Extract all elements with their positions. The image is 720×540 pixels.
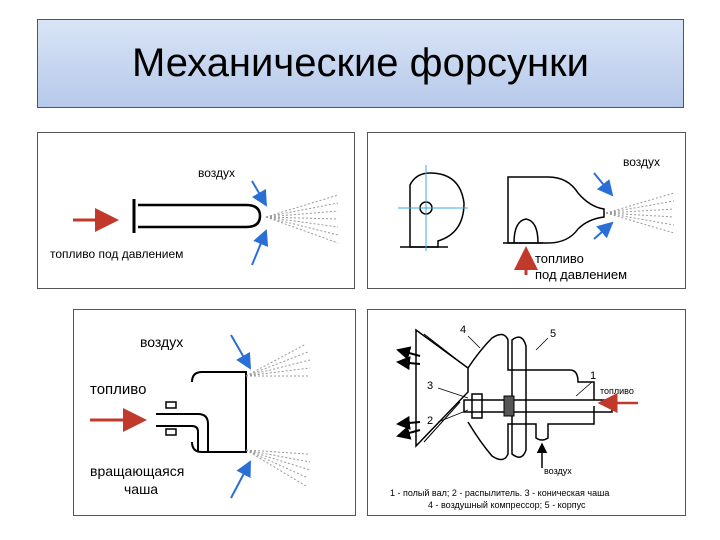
- callout-3: 3: [427, 380, 434, 392]
- air-arrow-top: [593, 172, 614, 197]
- hollow-shaft: [156, 413, 209, 452]
- cup-body: [191, 371, 247, 453]
- air-arrow-bottom: [251, 229, 269, 266]
- panel-cross-section: 4 5 1 3 2 топливо воздух 1 - полый вал; …: [367, 309, 686, 516]
- callout-4: 4: [460, 324, 467, 336]
- fuel-label: топливо: [90, 381, 147, 398]
- callout-1: 1: [590, 370, 597, 382]
- legend-line2: 4 - воздушный компрессор; 5 - корпус: [428, 500, 586, 510]
- air-arrow-top: [251, 180, 268, 207]
- air-label: воздух: [140, 334, 184, 350]
- hollow-shaft: [463, 399, 613, 413]
- spray-top: [245, 343, 311, 377]
- title-banner: Механические форсунки: [37, 19, 684, 108]
- fuel-label-line1: топливо: [535, 251, 584, 266]
- cup-label-line1: вращающаяся: [90, 463, 185, 479]
- panel-rotating-cup: воздух топливо вращающаяся чаша: [73, 309, 356, 516]
- cross-section-drawing: [396, 328, 638, 468]
- cup-label-line2: чаша: [124, 481, 159, 497]
- panel-pressure-nozzle: воздух топливо под давлением: [37, 132, 355, 289]
- pressure-nozzle-drawing: [73, 180, 339, 266]
- rotating-cup-drawing: [90, 334, 311, 499]
- nozzle-body: [507, 176, 605, 244]
- air-label: воздух: [623, 155, 661, 169]
- air-arrow-bottom: [230, 460, 251, 499]
- panel-fan-nozzle: воздух топливо под давлением: [367, 132, 686, 289]
- air-arrow-top: [230, 334, 251, 370]
- spray-bottom: [245, 449, 311, 487]
- callout-5: 5: [550, 328, 557, 340]
- housing: [467, 333, 595, 400]
- page-title: Механические форсунки: [132, 41, 589, 85]
- spray-cone: [605, 192, 675, 234]
- air-arrow-bottom: [593, 221, 614, 240]
- legend-line1: 1 - полый вал; 2 - распылитель. 3 - кони…: [390, 488, 610, 498]
- air-label: воздух: [544, 466, 572, 476]
- fuel-label: топливо: [600, 386, 634, 396]
- fan-housing: [409, 172, 465, 248]
- air-label: воздух: [198, 166, 236, 180]
- fuel-label-line2: под давлением: [535, 267, 628, 282]
- callout-2: 2: [427, 415, 434, 427]
- spray-cone: [265, 194, 339, 244]
- fuel-label: топливо под давлением: [50, 247, 184, 261]
- fan-nozzle-drawing: [398, 165, 675, 275]
- compressor-disc: [511, 336, 527, 458]
